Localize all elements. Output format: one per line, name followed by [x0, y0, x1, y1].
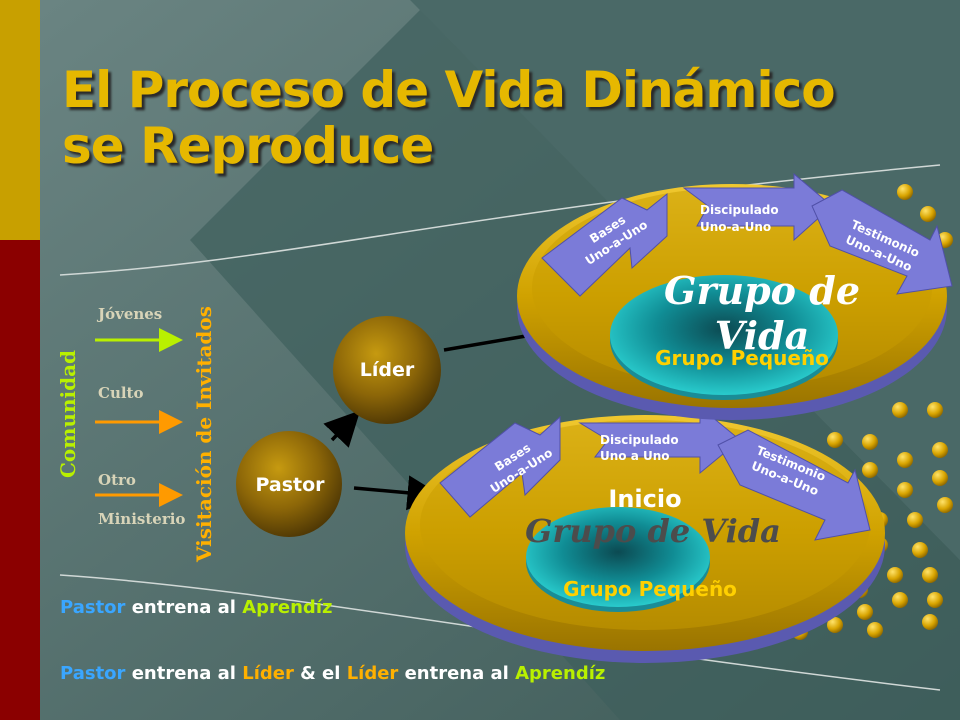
bottom-ring — [405, 405, 885, 663]
bottom-center-label: Grupo Pequeño — [563, 577, 737, 601]
top-discipulado-line1: Discipulado — [700, 203, 779, 217]
decorative-dot — [897, 184, 913, 200]
caption-2-lider: Líder — [242, 663, 294, 684]
decorative-dot — [922, 614, 938, 630]
caption-1-pastor: Pastor — [60, 597, 126, 618]
decorative-dot — [867, 622, 883, 638]
lider-label: Líder — [359, 359, 415, 381]
bottom-discipulado-line1: Discipulado — [600, 433, 679, 447]
bottom-group-label: Grupo de Vida — [525, 512, 781, 550]
bases-arrow — [541, 192, 668, 297]
decorative-dot — [907, 512, 923, 528]
caption-2-text-c: entrena al — [398, 663, 516, 684]
visitacion-label: Visitación de Invitados — [192, 305, 216, 562]
decorative-dot — [932, 442, 948, 458]
bases-arrow — [439, 415, 561, 518]
decorative-dot — [892, 402, 908, 418]
caption-1-aprendiz: Aprendíz — [242, 597, 333, 618]
slide-title: El Proceso de Vida Dinámico se Reproduce — [62, 61, 836, 175]
testimonio-arrow — [811, 189, 953, 295]
decorative-dot — [827, 617, 843, 633]
decorative-dot — [862, 434, 878, 450]
caption-2-text-a: entrena al — [125, 663, 243, 684]
caption-line-2: Pastor entrena al Líder & el Líder entre… — [60, 660, 760, 688]
top-center-label: Grupo Pequeño — [655, 346, 829, 370]
decorative-dot — [827, 432, 843, 448]
caption-1-text: entrena al — [125, 597, 243, 618]
caption-2-lider-2: Líder — [346, 663, 399, 684]
top-group-label: Grupo de Vida — [664, 268, 860, 358]
decorative-dot — [862, 462, 878, 478]
bottom-ring-arrows — [439, 405, 871, 541]
caption-2-text-b: & el — [293, 663, 347, 684]
decorative-dot — [920, 206, 936, 222]
comunidad-label: Comunidad — [56, 349, 80, 478]
inicio-label: Inicio — [608, 485, 682, 513]
caption-2-aprendiz: Aprendíz — [515, 663, 606, 684]
lider-node — [333, 316, 441, 424]
bottom-discipulado-text: Discipulado Uno a Uno — [600, 432, 720, 464]
top-ring-arrows — [541, 172, 953, 297]
decorative-dot — [892, 592, 908, 608]
discipulado-arrow — [682, 172, 833, 242]
caption-line-1: Pastor entrena al Aprendíz — [60, 597, 332, 618]
decorative-dot — [912, 542, 928, 558]
bottom-discipulado-line2: Uno a Uno — [600, 449, 670, 463]
input-label-otro: Otro — [98, 471, 136, 489]
decorative-dot — [932, 470, 948, 486]
decorative-dot — [927, 402, 943, 418]
testimonio-arrow — [717, 429, 871, 541]
pastor-label: Pastor — [255, 474, 325, 496]
decorative-dot — [922, 567, 938, 583]
decorative-dot — [937, 497, 953, 513]
top-discipulado-text: Discipulado Uno-a-Uno — [700, 202, 820, 236]
decorative-dot — [887, 567, 903, 583]
input-label-culto: Culto — [98, 384, 144, 402]
top-discipulado-line2: Uno-a-Uno — [700, 220, 772, 234]
decorative-dot — [857, 604, 873, 620]
decorative-dot — [897, 482, 913, 498]
input-arrows — [95, 328, 183, 507]
decorative-dot — [927, 592, 943, 608]
decorative-dot — [897, 452, 913, 468]
caption-2-pastor: Pastor — [60, 663, 126, 684]
input-label-jovenes: Jóvenes — [98, 305, 163, 323]
input-label-ministerio: Ministerio — [98, 510, 186, 528]
top-ring — [517, 172, 953, 420]
pastor-node — [236, 431, 342, 537]
